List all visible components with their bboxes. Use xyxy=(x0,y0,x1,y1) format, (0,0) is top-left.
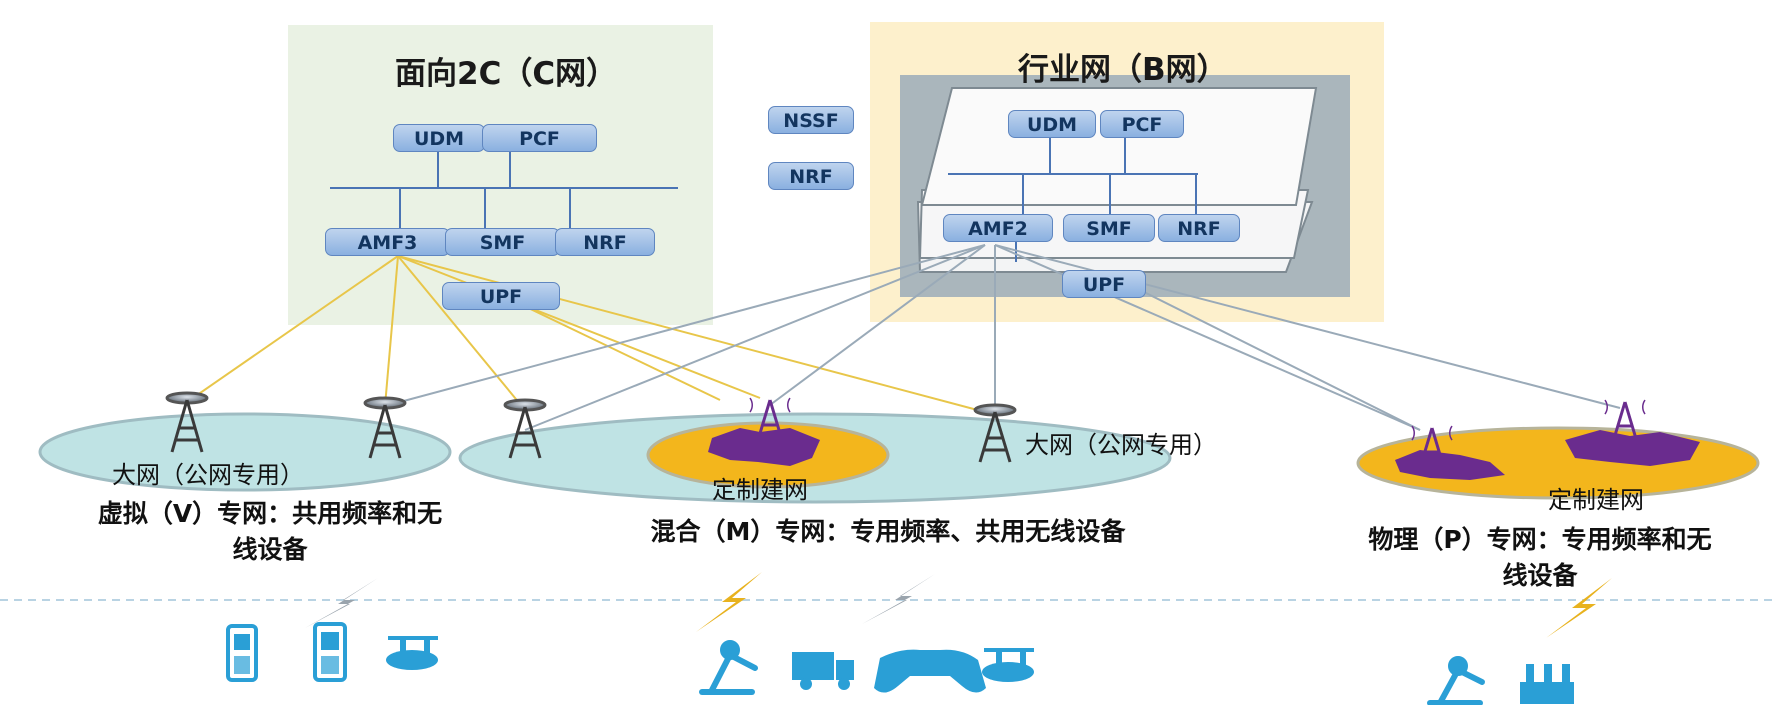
public-area-mid-label: 大网（公网专用） xyxy=(1025,431,1217,459)
b-amf-box: AMF2 xyxy=(943,214,1053,242)
public-area-left-label: 大网（公网专用） xyxy=(112,461,304,489)
c-network-title: 面向2C（C网） xyxy=(395,56,618,92)
mixed-caption-line1: 混合（M）专网：专用频率、共用无线设备 xyxy=(650,517,1126,546)
virtual-caption-line2: 线设备 xyxy=(232,535,308,564)
c-pcf-box: PCF xyxy=(482,124,597,152)
b-network-bus xyxy=(948,138,1198,262)
phone-icon-2 xyxy=(313,622,347,682)
physical-network-caption: 物理（P）专网：专用频率和无 线设备 xyxy=(1305,522,1775,594)
c-smf-box: SMF xyxy=(445,228,560,256)
c-udm-box: UDM xyxy=(393,124,485,152)
mixed-network-caption: 混合（M）专网：专用频率、共用无线设备 xyxy=(568,514,1208,550)
lightning-icon-yellow-2 xyxy=(1546,578,1612,638)
b-network-links xyxy=(384,244,1621,431)
public-area-left xyxy=(38,412,452,492)
physical-caption-line1: 物理（P）专网：专用频率和无 xyxy=(1368,525,1712,554)
lightning-icon-grey-1 xyxy=(305,578,378,628)
c-network-panel xyxy=(288,25,713,325)
physical-caption-line2: 线设备 xyxy=(1502,561,1578,590)
lightning-icon-yellow-1 xyxy=(696,572,762,632)
phone-icon-1 xyxy=(226,624,258,682)
custom-area-right-label: 定制建网 xyxy=(1548,486,1644,514)
shared-nrf-box: NRF xyxy=(768,162,854,190)
c-network-links xyxy=(189,255,986,413)
b-nrf-box: NRF xyxy=(1158,214,1240,242)
robot-arm-icon-2 xyxy=(1427,656,1485,705)
b-udm-box: UDM xyxy=(1008,110,1096,138)
b-network-title: 行业网（B网） xyxy=(1018,52,1228,88)
gamepad-icon xyxy=(874,649,986,693)
c-upf-box: UPF xyxy=(442,282,560,310)
c-network-bus xyxy=(330,152,678,230)
b-smf-box: SMF xyxy=(1063,214,1155,242)
lightning-icon-grey-2 xyxy=(862,574,935,624)
custom-area-mid-label: 定制建网 xyxy=(712,476,808,504)
b-pcf-box: PCF xyxy=(1100,110,1184,138)
custom-coverage-blob-right-2 xyxy=(1565,430,1700,466)
c-nrf-box: NRF xyxy=(555,228,655,256)
antenna-public-3 xyxy=(503,398,547,459)
antenna-custom-1 xyxy=(749,397,791,441)
nssf-box: NSSF xyxy=(768,106,854,134)
virtual-caption-line1: 虚拟（V）专网：共用频率和无 xyxy=(97,499,443,528)
virtual-network-caption: 虚拟（V）专网：共用频率和无 线设备 xyxy=(35,496,505,568)
factory-icon xyxy=(1520,664,1574,704)
b-upf-box: UPF xyxy=(1062,270,1146,298)
antenna-custom-3 xyxy=(1604,399,1646,443)
c-amf-box: AMF3 xyxy=(325,228,450,256)
truck-icon xyxy=(792,652,854,690)
antenna-custom-2 xyxy=(1411,425,1453,469)
custom-coverage-blob-mid xyxy=(708,428,820,466)
antenna-public-1 xyxy=(165,391,209,453)
antenna-public-4 xyxy=(973,403,1017,463)
antenna-public-2 xyxy=(363,396,407,459)
robot-arm-icon-1 xyxy=(699,640,758,695)
b-slice-plane-front xyxy=(920,87,1318,206)
drone-icon-1 xyxy=(386,636,438,670)
drone-icon-2 xyxy=(982,648,1034,682)
